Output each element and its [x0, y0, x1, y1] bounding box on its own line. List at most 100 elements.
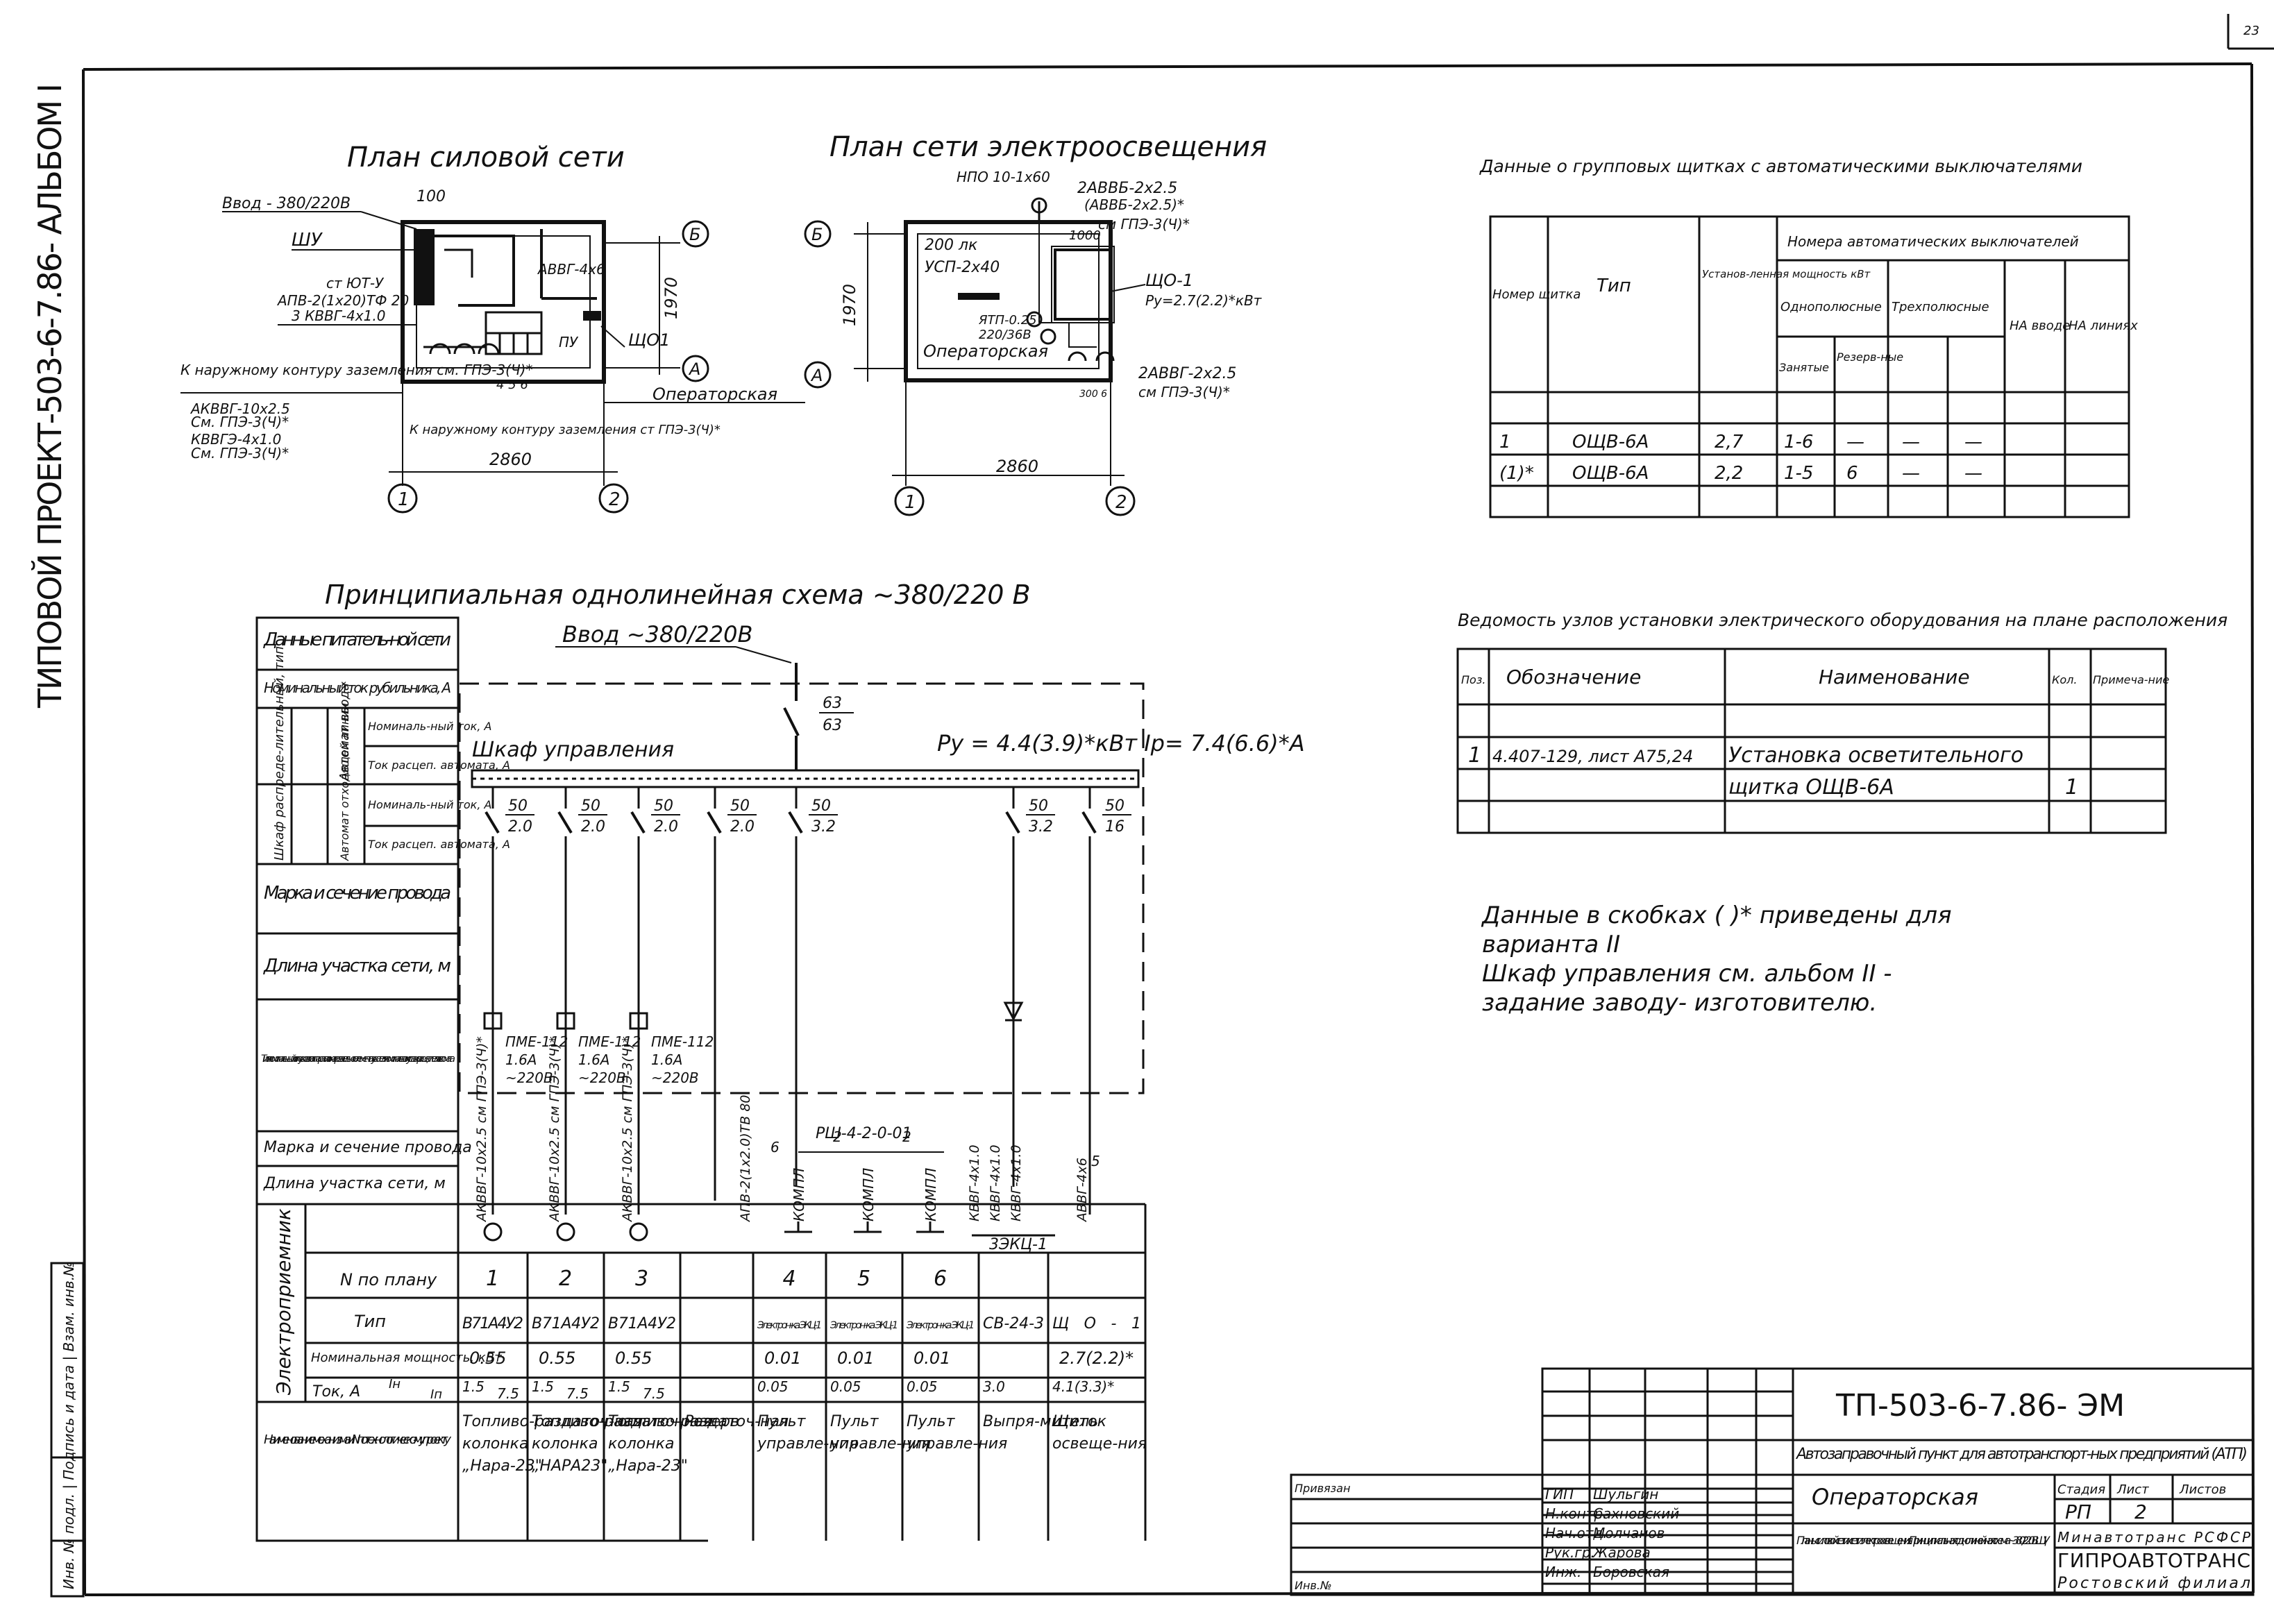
- gp-h-single: Однополюсные: [1780, 300, 1882, 314]
- breaker-rated: 50: [581, 797, 600, 815]
- gp-cell: —: [1902, 463, 1920, 484]
- breaker-rated: 50: [508, 797, 528, 815]
- recv-power: 0.55: [469, 1348, 506, 1368]
- dim-100: 100: [416, 188, 446, 205]
- motor-symbol: [483, 1222, 503, 1242]
- gp-cell: —: [1902, 432, 1920, 452]
- recv-name: Топливо-раздаточ-ная: [462, 1413, 643, 1430]
- lbl-power: Номинальная мощность, кВт: [311, 1351, 502, 1365]
- page-number: 23: [2243, 24, 2259, 38]
- nodes-cell: щитка ОЩВ-6А: [1728, 775, 1894, 800]
- power-input: Ввод - 380/220В: [222, 195, 351, 212]
- recv-power: 2.7(2.2)*: [1059, 1348, 1134, 1368]
- recv-name: Щиток: [1052, 1413, 1107, 1430]
- stamp-org3: Ростовский филиал: [2057, 1575, 2250, 1592]
- recv-type: В71А4У2: [608, 1315, 676, 1333]
- power-note-3: 3 КВВГ-4х1.0: [292, 307, 385, 324]
- breaker-trip: 2.0: [508, 818, 532, 836]
- recv-no: 5: [857, 1267, 870, 1291]
- nodes-header: Обозначение: [1506, 666, 1641, 688]
- cable-label: КВВГ-4х1.0: [988, 1144, 1003, 1221]
- breaker-trip: 3.2: [811, 818, 836, 836]
- light-lux: 200 лк: [925, 237, 978, 254]
- feeder-switch: [485, 811, 500, 834]
- cable-label: АКВВГ-10х2.5 см ГПЭ-3(Ч)*: [474, 1036, 489, 1223]
- recv-in: 1.5: [532, 1378, 554, 1395]
- light-usp: УСП-2х40: [925, 259, 1000, 276]
- lbl-rated: Номинальный ток рубильника, А: [264, 679, 451, 696]
- light-lamp: НПО 10-1х60: [957, 169, 1050, 185]
- recv-power: 0.55: [615, 1348, 652, 1368]
- light-cable-b: (АВВБ-2х2.5)*: [1084, 196, 1184, 213]
- power-sub-dims: 4 5 6: [496, 378, 528, 392]
- frame: [82, 14, 2274, 1596]
- recv-name: Пульт: [830, 1413, 879, 1430]
- light-shch: ЩО-1: [1145, 271, 1193, 290]
- light-cable-c: см ГПЭ-3(Ч)*: [1098, 216, 1190, 232]
- lbl-length: Длина участка сети, м: [263, 956, 451, 976]
- gp-cell: —: [1846, 432, 1864, 452]
- lbl-wire: Марка и сечение провода: [264, 883, 451, 904]
- recv-name: Пульт: [757, 1413, 807, 1430]
- recv-name: „НАРА23": [532, 1457, 607, 1475]
- lbl-auto-in: Автомат ввода: [337, 683, 352, 781]
- stamp-role: Инж.: [1545, 1564, 1581, 1580]
- light-ytp: ЯТП-0.25: [978, 313, 1037, 328]
- gp-cell: 6: [1846, 463, 1858, 484]
- feeders: 502.0502.0502.0502.0503.2503.25016ПМЕ-11…: [474, 787, 1131, 1242]
- lbl-length2: Длина участка сети, м: [263, 1175, 446, 1192]
- cable-label: КВВГ-4х1.0: [967, 1144, 982, 1221]
- recv-in: 4.1(3.3)*: [1052, 1378, 1114, 1395]
- axis-a-light: А: [810, 366, 823, 385]
- light-cable-e: см ГПЭ-3(Ч)*: [1138, 384, 1230, 400]
- nodes-cell: 1: [2065, 775, 2078, 800]
- stamp-org2: ГИПРОАВТОТРАНС: [2057, 1549, 2250, 1572]
- stamp-stage-h: Стадия: [2057, 1482, 2105, 1497]
- feeder-switch: [1081, 811, 1097, 834]
- axis-1-light: 1: [904, 492, 916, 513]
- cable-label: КВВГ-4х1.0: [1009, 1144, 1024, 1221]
- panel-label: КОМПЛ: [860, 1168, 877, 1221]
- cable-label: АПВ-2(1х2.0)ТВ 80: [738, 1095, 753, 1224]
- gp-h-type: Тип: [1597, 276, 1631, 296]
- breaker-rated: 50: [811, 797, 831, 815]
- stamp-sheet-name: Планы силовой сети и сети электроосвещен…: [1796, 1534, 2050, 1547]
- light-cable-a: 2АВВБ-2х2.5: [1077, 180, 1177, 197]
- axis-2-power: 2: [609, 489, 621, 510]
- rsh-label: РШ-4-2-0-01: [816, 1125, 912, 1142]
- starter-label: ~220В: [651, 1069, 699, 1086]
- gp-cell: (1)*: [1499, 463, 1534, 484]
- lighting-plan: План сети электроосвещения 1970 Б А 2860…: [804, 131, 1267, 516]
- stamp-inv: Инв.№: [1295, 1579, 1332, 1592]
- lbl-cab: Шкаф распреде-лительный, тип: [272, 646, 287, 861]
- gp-cell: 1-5: [1784, 463, 1813, 484]
- breaker-rated: 50: [730, 797, 750, 815]
- zekc-label: 3ЭКЦ-1: [989, 1236, 1047, 1253]
- stamp-org1: Минавтотранс РСФСР: [2057, 1529, 2251, 1546]
- lbl-type: Тип: [354, 1312, 386, 1331]
- starter-label: 1.6А: [578, 1051, 610, 1068]
- stamp-role: Н.контр.: [1545, 1505, 1608, 1522]
- lbl-in: Ін: [389, 1377, 401, 1392]
- gp-h-breakers: Номера автоматических выключателей: [1787, 233, 2079, 250]
- note-line-2: варианта II: [1482, 931, 1620, 958]
- recv-name: колонка: [608, 1435, 674, 1453]
- recv-name: колонка: [532, 1435, 598, 1453]
- starter-box: [629, 1012, 648, 1030]
- axis-b-light: Б: [811, 225, 823, 244]
- recv-ip: 7.5: [497, 1385, 519, 1402]
- cable-label: АКВВГ-10х2.5 см ГПЭ-3(Ч)*: [620, 1036, 635, 1223]
- dim-2860-power: 2860: [489, 450, 532, 469]
- lbl-starter: Тип и номинальный ток пускового аппарата…: [261, 1054, 455, 1065]
- recv-ip: 7.5: [643, 1385, 665, 1402]
- recv-name: „Нара-23": [462, 1457, 542, 1475]
- recv-in: 0.05: [907, 1378, 938, 1395]
- feeder-switch: [1005, 811, 1020, 834]
- stamp-object: Операторская: [1812, 1484, 1978, 1510]
- axis-1-power: 1: [398, 489, 410, 510]
- lbl-supply: Данные питатель-ной сети: [263, 629, 451, 650]
- cable-label: АКВВГ-10х2.5 см ГПЭ-3(Ч)*: [547, 1036, 562, 1223]
